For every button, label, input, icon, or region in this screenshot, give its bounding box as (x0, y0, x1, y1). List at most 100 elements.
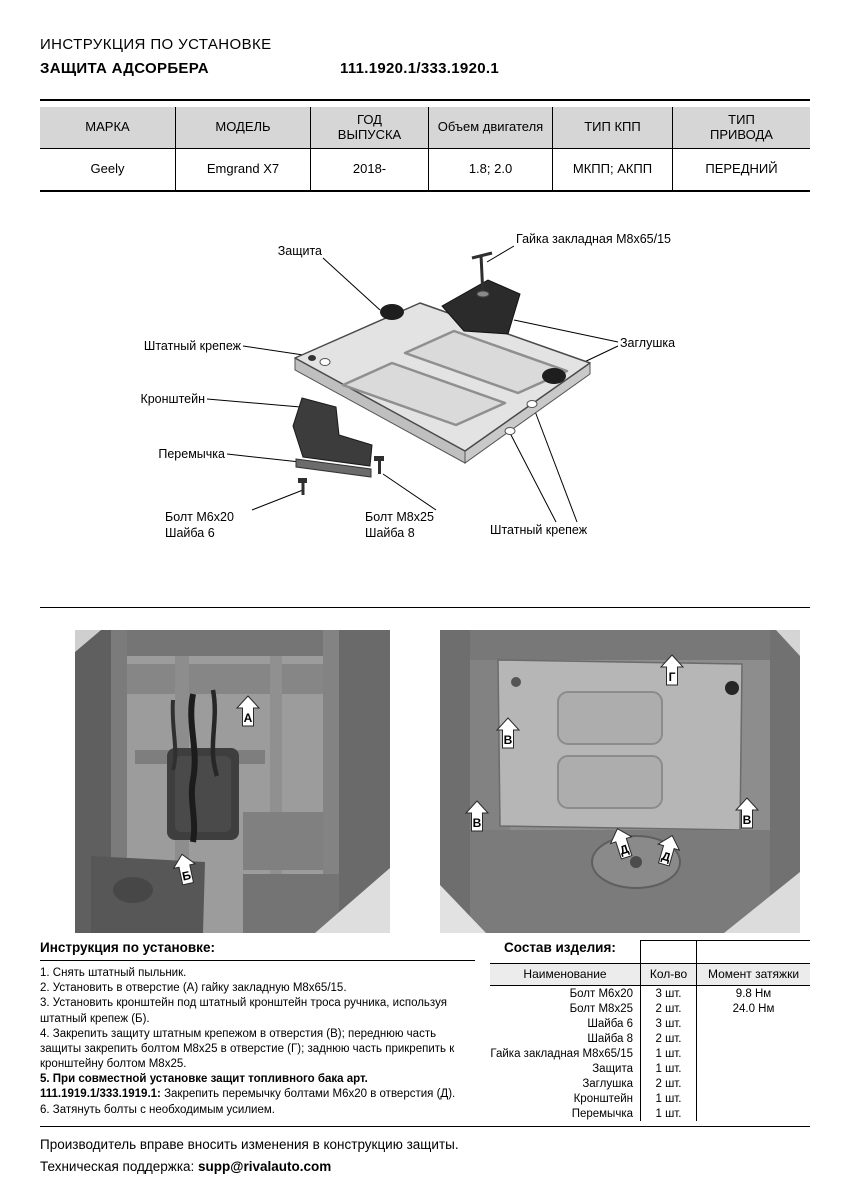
instruction-item: 6. Затянуть болты с необходимым усилием. (40, 1103, 475, 1118)
composition-item-qty: 2 шт. (640, 1001, 697, 1017)
document-footer: Производитель вправе вносить изменения в… (40, 1126, 810, 1174)
composition-item-name: Защита (592, 1062, 633, 1075)
composition-item-name: Кронштейн (573, 1092, 633, 1105)
label-jumper: Перемычка (158, 447, 225, 461)
composition-item-name: Болт М8х25 (569, 1002, 633, 1015)
composition-item-name: Перемычка (571, 1107, 633, 1120)
composition-item-name: Болт М6х20 (569, 987, 633, 1000)
label-bolt-m6: Болт М6х20 Шайба 6 (165, 510, 234, 541)
underbody-photo-right: Г В В В Д Д (440, 630, 800, 933)
diagram-illustration (206, 245, 619, 523)
instruction-item: 4. Закрепить защиту штатным крепежом в о… (40, 1027, 475, 1073)
instruction-item-text: 1. Снять штатный пыльник. (40, 967, 187, 979)
spec-value-cell: 2018- (310, 149, 428, 190)
leader-lines (206, 245, 619, 523)
composition-header-cell: Наименование (490, 963, 640, 987)
composition-item-name: Шайба 6 (587, 1017, 633, 1030)
embedded-nut-drawing (471, 251, 493, 298)
instruction-item-text: 6. Затянуть болты с необходимым усилием. (40, 1103, 275, 1116)
composition-item-name: Гайка закладная М8х65/15 (490, 1047, 633, 1060)
spec-header-cell: МОДЕЛЬ (175, 107, 310, 148)
composition-item-qty: 2 шт. (640, 1031, 697, 1047)
jumper-drawing (295, 458, 372, 478)
svg-text:В: В (743, 813, 752, 827)
spec-header-cell: ТИП ПРИВОДА (672, 107, 810, 148)
label-bracket: Кронштейн (140, 392, 205, 406)
bolt-m6-drawing (298, 478, 307, 495)
composition-item-torque (697, 1061, 810, 1076)
instruction-item: 3. Установить кронштейн под штатный крон… (40, 996, 475, 1026)
composition-header-cell: Кол-во (640, 963, 697, 987)
svg-text:В: В (504, 733, 513, 747)
spec-header-cell: ГОД ВЫПУСКА (310, 107, 428, 148)
label-protection: Защита (277, 244, 322, 258)
photo-marker: А (235, 695, 261, 727)
bolt-m8-drawing (374, 456, 384, 474)
label-factory-fastener-left: Штатный крепеж (143, 339, 241, 353)
spec-data-row: Geely Emgrand X7 2018- 1.8; 2.0 МКПП; АК… (40, 149, 810, 192)
spec-value-cell: МКПП; АКПП (552, 149, 672, 190)
composition-item-qty: 2 шт. (640, 1076, 697, 1092)
photo-marker: Б (172, 853, 197, 886)
composition-item-qty: 1 шт. (640, 1106, 697, 1122)
plug-drawing (380, 279, 566, 384)
composition-item-torque (697, 1091, 810, 1106)
instruction-item-text: 3. Установить кронштейн под штатный крон… (40, 997, 447, 1025)
composition-item-qty: 3 шт. (640, 1016, 697, 1032)
composition-item-qty: 3 шт. (640, 986, 697, 1002)
composition-item-name: Шайба 8 (587, 1032, 633, 1045)
spec-header-cell: МАРКА (85, 119, 130, 135)
doc-title: ИНСТРУКЦИЯ ПО УСТАНОВКЕ (40, 36, 272, 53)
composition-header-cell: Момент затяжки (697, 963, 810, 987)
composition-table: Состав изделия: Наименование Кол-во Моме… (490, 940, 810, 1122)
document-header: ИНСТРУКЦИЯ ПО УСТАНОВКЕ ЗАЩИТА АДСОРБЕРА… (40, 36, 810, 77)
photo-marker: Д (657, 834, 681, 867)
spec-value-cell: ПЕРЕДНИЙ (672, 149, 810, 190)
instruction-item-text: 4. Закрепить защиту штатным крепежом в о… (40, 1027, 455, 1071)
support-label: Техническая поддержка: (40, 1159, 199, 1174)
photo-marker: В (464, 800, 490, 832)
spec-header-row: МАРКА МОДЕЛЬ ГОД ВЫПУСКА Объем двигателя… (40, 107, 810, 149)
composition-item-name: Заглушка (582, 1077, 633, 1090)
instruction-item: 5. При совместной установке защит топлив… (40, 1072, 475, 1102)
composition-item-torque (697, 1046, 810, 1061)
composition-item-torque (697, 1016, 810, 1031)
composition-item-qty: 1 шт. (640, 1091, 697, 1107)
photo-marker: Д (609, 828, 633, 860)
label-embedded-nut: Гайка закладная М8х65/15 (516, 232, 671, 246)
photo-marker: В (495, 717, 521, 749)
label-factory-fastener-bottom: Штатный крепеж (490, 523, 588, 537)
composition-spacer (697, 940, 810, 963)
composition-section: Состав изделия: Наименование Кол-во Моме… (490, 940, 810, 1122)
composition-title: Состав изделия: (504, 940, 616, 955)
label-bolt-m8: Болт М8х25 Шайба 8 (365, 510, 434, 541)
instructions-title: Инструкция по установке: (40, 940, 475, 961)
spec-value-cell: 1.8; 2.0 (428, 149, 552, 190)
spec-table: МАРКА МОДЕЛЬ ГОД ВЫПУСКА Объем двигателя… (40, 107, 810, 192)
composition-item-torque (697, 1076, 810, 1091)
photo-marker: В (734, 797, 760, 829)
spec-header-cell: Объем двигателя (428, 107, 552, 148)
composition-spacer (640, 940, 697, 964)
protection-plate-drawing (294, 302, 591, 464)
photo-marker: Г (659, 654, 685, 686)
underbody-photo-left: А Б (75, 630, 390, 933)
svg-text:В: В (473, 816, 482, 830)
header-rule (40, 99, 810, 101)
svg-text:Г: Г (669, 670, 676, 684)
composition-item-torque: 9.8 Нм (735, 987, 772, 1000)
instruction-item: 1. Снять штатный пыльник. (40, 966, 475, 981)
instruction-item-text: Закрепить перемычку болтами М6х20 в отве… (160, 1088, 456, 1101)
part-number: 111.1920.1/333.1920.1 (340, 60, 499, 77)
composition-item-torque (697, 1031, 810, 1046)
manufacturer-note: Производитель вправе вносить изменения в… (40, 1137, 459, 1152)
label-plug: Заглушка (620, 336, 676, 350)
product-title: ЗАЩИТА АДСОРБЕРА (40, 60, 209, 77)
bracket-drawing (292, 397, 373, 467)
svg-text:Б: Б (181, 868, 193, 884)
instruction-item: 2. Установить в отверстие (А) гайку закл… (40, 981, 475, 996)
section-divider (40, 607, 810, 608)
composition-item-qty: 1 шт. (640, 1061, 697, 1077)
composition-item-qty: 1 шт. (640, 1046, 697, 1062)
spec-header-cell: ТИП КПП (552, 107, 672, 148)
